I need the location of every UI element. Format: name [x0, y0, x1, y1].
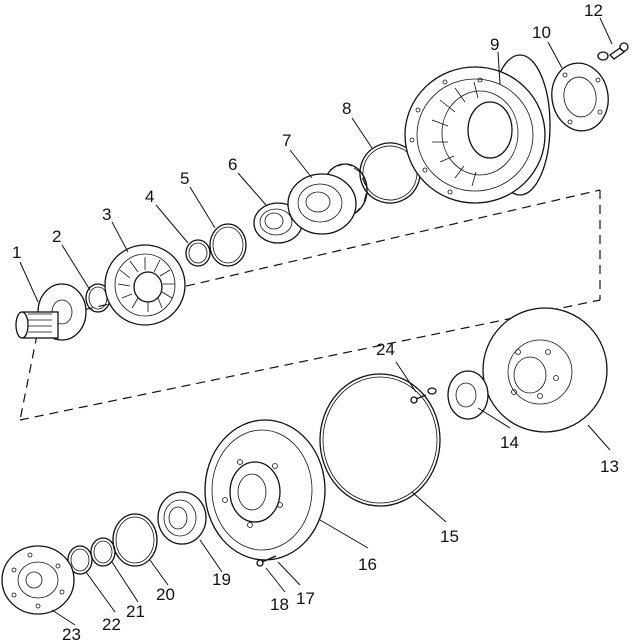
callout-5: 5: [180, 169, 189, 188]
part-15-large-seal: [319, 373, 441, 507]
part-9-converter-housing: [404, 54, 551, 204]
callout-1: 1: [12, 243, 21, 262]
part-4-ring: [185, 239, 211, 267]
part-20-ring: [112, 513, 158, 567]
callout-19: 19: [212, 570, 231, 589]
callout-23: 23: [62, 625, 81, 644]
callout-21: 21: [126, 602, 145, 621]
part-13-impeller-cover: [482, 307, 608, 433]
callout-6: 6: [228, 155, 237, 174]
callout-17: 17: [296, 589, 315, 608]
part-10-plate: [551, 62, 609, 132]
part-7-gear-hub: [287, 163, 368, 235]
part-19-bearing: [157, 491, 207, 545]
leader-lines: [19, 17, 613, 626]
callout-15: 15: [440, 527, 459, 546]
callout-7: 7: [282, 131, 291, 150]
part-5-ring: [209, 223, 247, 267]
callout-4: 4: [145, 187, 154, 206]
callout-12: 12: [584, 1, 603, 20]
callout-9: 9: [490, 35, 499, 54]
callout-14: 14: [500, 433, 519, 452]
part-12-bolt: [597, 42, 629, 61]
part-14-plate: [447, 370, 489, 420]
callout-2: 2: [52, 227, 61, 246]
part-3-stator: [104, 244, 186, 326]
part-16-impeller: [204, 419, 326, 561]
callout-13: 13: [600, 457, 619, 476]
callout-10: 10: [532, 23, 551, 42]
part-22-ring: [67, 545, 93, 575]
callout-22: 22: [102, 615, 121, 634]
callout-16: 16: [358, 555, 377, 574]
part-17-18-screw: [256, 555, 277, 567]
part-21-ring: [90, 537, 116, 567]
callout-8: 8: [342, 99, 351, 118]
callout-18: 18: [270, 595, 289, 614]
callout-24: 24: [376, 340, 395, 359]
part-1-flange-shaft: [15, 283, 87, 341]
part-23-flange: [1, 545, 75, 615]
callout-3: 3: [102, 205, 111, 224]
callout-labels: 1 2 3 4 5 6 7 8 9 10 12 13 14 15 16 17 1…: [12, 1, 619, 644]
callout-20: 20: [156, 585, 175, 604]
